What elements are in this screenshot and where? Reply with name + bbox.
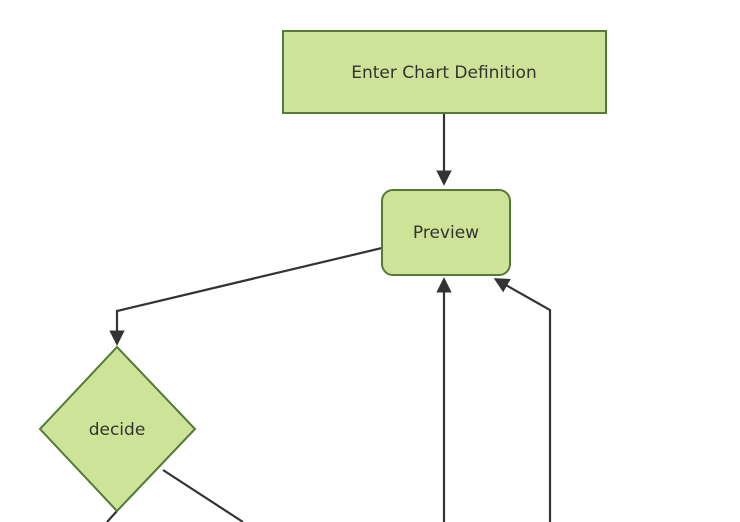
node-decide[interactable]: decide (38, 345, 197, 513)
node-preview[interactable]: Preview (381, 189, 511, 276)
enter-chart-definition-shape[interactable] (282, 30, 607, 114)
decide-label: decide (89, 420, 146, 440)
edge-bottom-right-to-preview (493, 278, 552, 522)
preview-label: Preview (413, 223, 479, 243)
node-enter-chart-definition[interactable]: Enter Chart Definition (282, 30, 607, 114)
preview-shape[interactable] (381, 189, 511, 276)
enter-chart-definition-label: Enter Chart Definition (351, 63, 536, 83)
edge-layer (106, 113, 552, 522)
decide-shape[interactable] (38, 345, 197, 513)
edge-preview-to-decide (109, 246, 383, 346)
edge-decide-down-left (106, 510, 118, 522)
edge-decide-down-right (162, 469, 244, 522)
